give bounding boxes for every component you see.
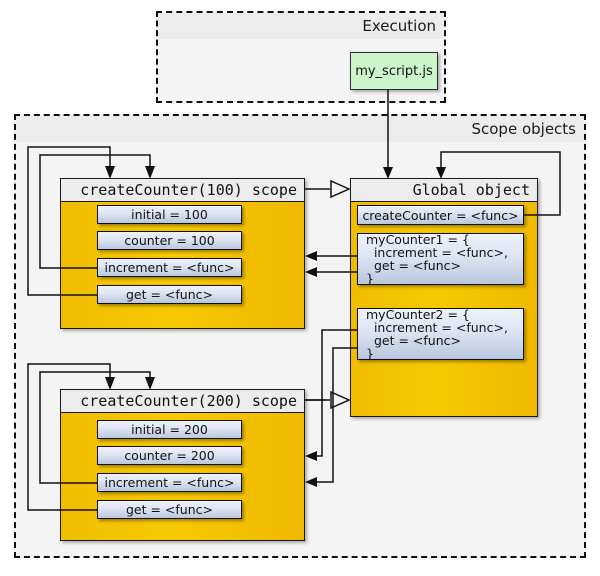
field-initial-200[interactable]: initial = 200	[97, 420, 242, 439]
scope-box-title-create-counter-200: createCounter(200) scope	[61, 390, 304, 413]
field-my-counter-2[interactable]: myCounter2 = { increment = <func>, get =…	[357, 308, 524, 360]
field-get-200[interactable]: get = <func>	[97, 500, 242, 519]
field-increment-200[interactable]: increment = <func>	[97, 473, 242, 492]
field-counter-200[interactable]: counter = 200	[97, 446, 242, 465]
script-node-my-script-js[interactable]: my_script.js	[350, 52, 438, 90]
script-node-label: my_script.js	[355, 63, 433, 79]
field-create-counter-func[interactable]: createCounter = <func>	[357, 205, 524, 225]
field-get-100[interactable]: get = <func>	[97, 285, 242, 304]
scope-objects-frame-title: Scope objects	[16, 116, 584, 142]
field-initial-100[interactable]: initial = 100	[97, 205, 242, 224]
field-counter-100[interactable]: counter = 100	[97, 231, 242, 250]
scope-box-title-create-counter-100: createCounter(100) scope	[61, 179, 304, 202]
field-increment-100[interactable]: increment = <func>	[97, 258, 242, 277]
execution-frame-title: Execution	[158, 13, 444, 39]
scope-box-create-counter-100[interactable]: createCounter(100) scope	[60, 178, 305, 329]
scope-box-title-global-object: Global object	[351, 179, 537, 202]
field-my-counter-1[interactable]: myCounter1 = { increment = <func>, get =…	[357, 233, 524, 285]
